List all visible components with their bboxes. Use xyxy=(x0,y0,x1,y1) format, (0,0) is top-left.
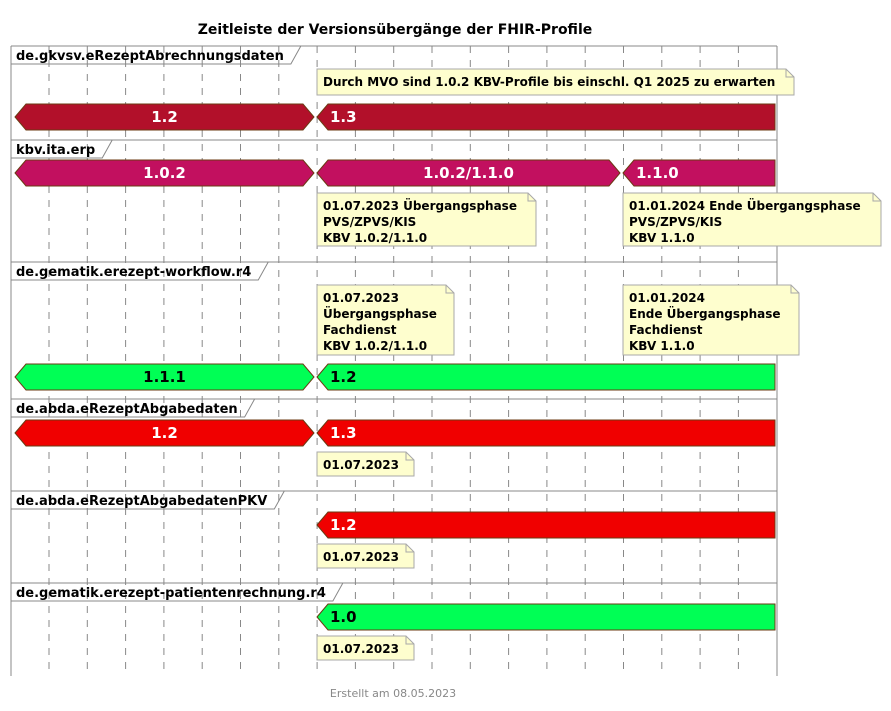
lane-title-box xyxy=(11,139,113,159)
version-bar xyxy=(316,363,776,391)
version-bar-label: 1.2 xyxy=(151,108,178,126)
version-bar xyxy=(14,363,315,391)
note-line: Fachdienst xyxy=(629,323,703,337)
note-line: PVS/ZPVS/KIS xyxy=(629,215,722,229)
note-line: Fachdienst xyxy=(323,323,397,337)
note-box xyxy=(316,635,415,661)
note-fold xyxy=(790,285,799,294)
note-line: KBV 1.0.2/1.1.0 xyxy=(323,231,427,245)
note-box xyxy=(316,284,455,356)
lane-title: kbv.ita.erp xyxy=(16,143,95,158)
note-fold xyxy=(445,285,454,294)
note-box xyxy=(622,284,800,356)
lane-title-box xyxy=(11,490,285,510)
version-bar xyxy=(316,603,776,631)
note-box xyxy=(622,192,882,247)
time-grid xyxy=(10,46,778,676)
lane-title-box xyxy=(11,398,256,418)
lane-title-box xyxy=(11,45,302,65)
lane-1: de.gkvsv.eRezeptAbrechnungsdaten 1.2 1.3 Du… xyxy=(11,45,795,131)
note-line: Übergangsphase xyxy=(323,306,437,321)
lanes: de.gkvsv.eRezeptAbrechnungsdaten 1.2 1.3 Du… xyxy=(11,45,882,661)
note-line: Durch MVO sind 1.0.2 KBV-Profile bis ein… xyxy=(323,75,775,89)
note-fold xyxy=(872,193,881,202)
note-box xyxy=(316,543,415,569)
lane-title: de.gkvsv.eRezeptAbrechnungsdaten xyxy=(16,49,284,64)
version-bar-label: 1.2 xyxy=(330,368,357,386)
lane-3: de.gematik.erezept-workflow.r4 1.1.1 1.2 01… xyxy=(11,261,800,391)
version-bar-label: 1.2 xyxy=(151,424,178,442)
note-line: KBV 1.0.2/1.1.0 xyxy=(323,339,427,353)
lane-title: de.gematik.erezept-workflow.r4 xyxy=(16,265,251,280)
version-bar xyxy=(14,159,315,187)
diagram-title: Zeitleiste der Versionsübergänge der FHI… xyxy=(198,22,592,38)
note-line: 01.07.2023 xyxy=(323,642,399,656)
note-line: PVS/ZPVS/KIS xyxy=(323,215,416,229)
note-fold xyxy=(405,452,414,461)
version-bar xyxy=(14,103,315,131)
note: Durch MVO sind 1.0.2 KBV-Profile bis ein… xyxy=(316,68,795,96)
note-fold xyxy=(785,69,794,78)
lane-5: de.abda.eRezeptAbgabedatenPKV 1.2 01.07.20… xyxy=(11,490,777,569)
version-bar-label: 1.0.2 xyxy=(143,164,186,182)
note: 01.07.2023 xyxy=(316,543,415,569)
lane-title: de.gematik.erezept-patientenrechnung.r4 xyxy=(16,586,326,601)
version-bar-label: 1.3 xyxy=(330,424,357,442)
note-fold xyxy=(405,544,414,553)
lane-4: de.abda.eRezeptAbgabedaten 1.2 1.3 01.07.20… xyxy=(11,398,777,477)
lane-title: de.abda.eRezeptAbgabedatenPKV xyxy=(16,494,267,509)
note: 01.07.2023 xyxy=(316,635,415,661)
note-box xyxy=(316,68,795,96)
note-line: KBV 1.1.0 xyxy=(629,231,695,245)
version-bar-label: 1.1.1 xyxy=(143,368,186,386)
version-bar xyxy=(316,419,776,447)
note-box xyxy=(316,451,415,477)
note-line: 01.01.2024 Ende Übergangsphase xyxy=(629,198,861,213)
version-bar-label: 1.0.2/1.1.0 xyxy=(423,164,514,182)
note-line: 01.07.2023 xyxy=(323,291,399,305)
version-bar xyxy=(316,103,776,131)
lane-title-box xyxy=(11,582,344,602)
version-bar-label: 1.2 xyxy=(330,516,357,534)
note-line: 01.07.2023 xyxy=(323,458,399,472)
note: 01.01.2024 Ende ÜbergangsphasePVS/ZPVS/K… xyxy=(622,192,882,247)
lane-2: kbv.ita.erp 1.0.2 1.0.2/1.1.0 1.1.0 01.07.20… xyxy=(11,139,882,247)
lane-6: de.gematik.erezept-patientenrechnung.r4 1… xyxy=(11,582,777,661)
version-bar xyxy=(316,511,776,539)
note-line: Ende Übergangsphase xyxy=(629,306,781,321)
note-line: 01.07.2023 Übergangsphase xyxy=(323,198,517,213)
version-bar xyxy=(14,419,315,447)
version-bar xyxy=(622,159,776,187)
note-fold xyxy=(405,636,414,645)
version-bar-label: 1.0 xyxy=(330,608,357,626)
footer-created-date: Erstellt am 08.05.2023 xyxy=(330,687,456,700)
note-fold xyxy=(527,193,536,202)
lane-title: de.abda.eRezeptAbgabedaten xyxy=(16,402,238,417)
note-line: 01.07.2023 xyxy=(323,550,399,564)
version-bar-label: 1.3 xyxy=(330,108,357,126)
version-bar xyxy=(316,159,621,187)
lane-title-box xyxy=(11,261,269,281)
note-box xyxy=(316,192,537,247)
note-line: 01.01.2024 xyxy=(629,291,705,305)
version-bar-label: 1.1.0 xyxy=(636,164,679,182)
note-line: KBV 1.1.0 xyxy=(629,339,695,353)
note: 01.07.2023 xyxy=(316,451,415,477)
